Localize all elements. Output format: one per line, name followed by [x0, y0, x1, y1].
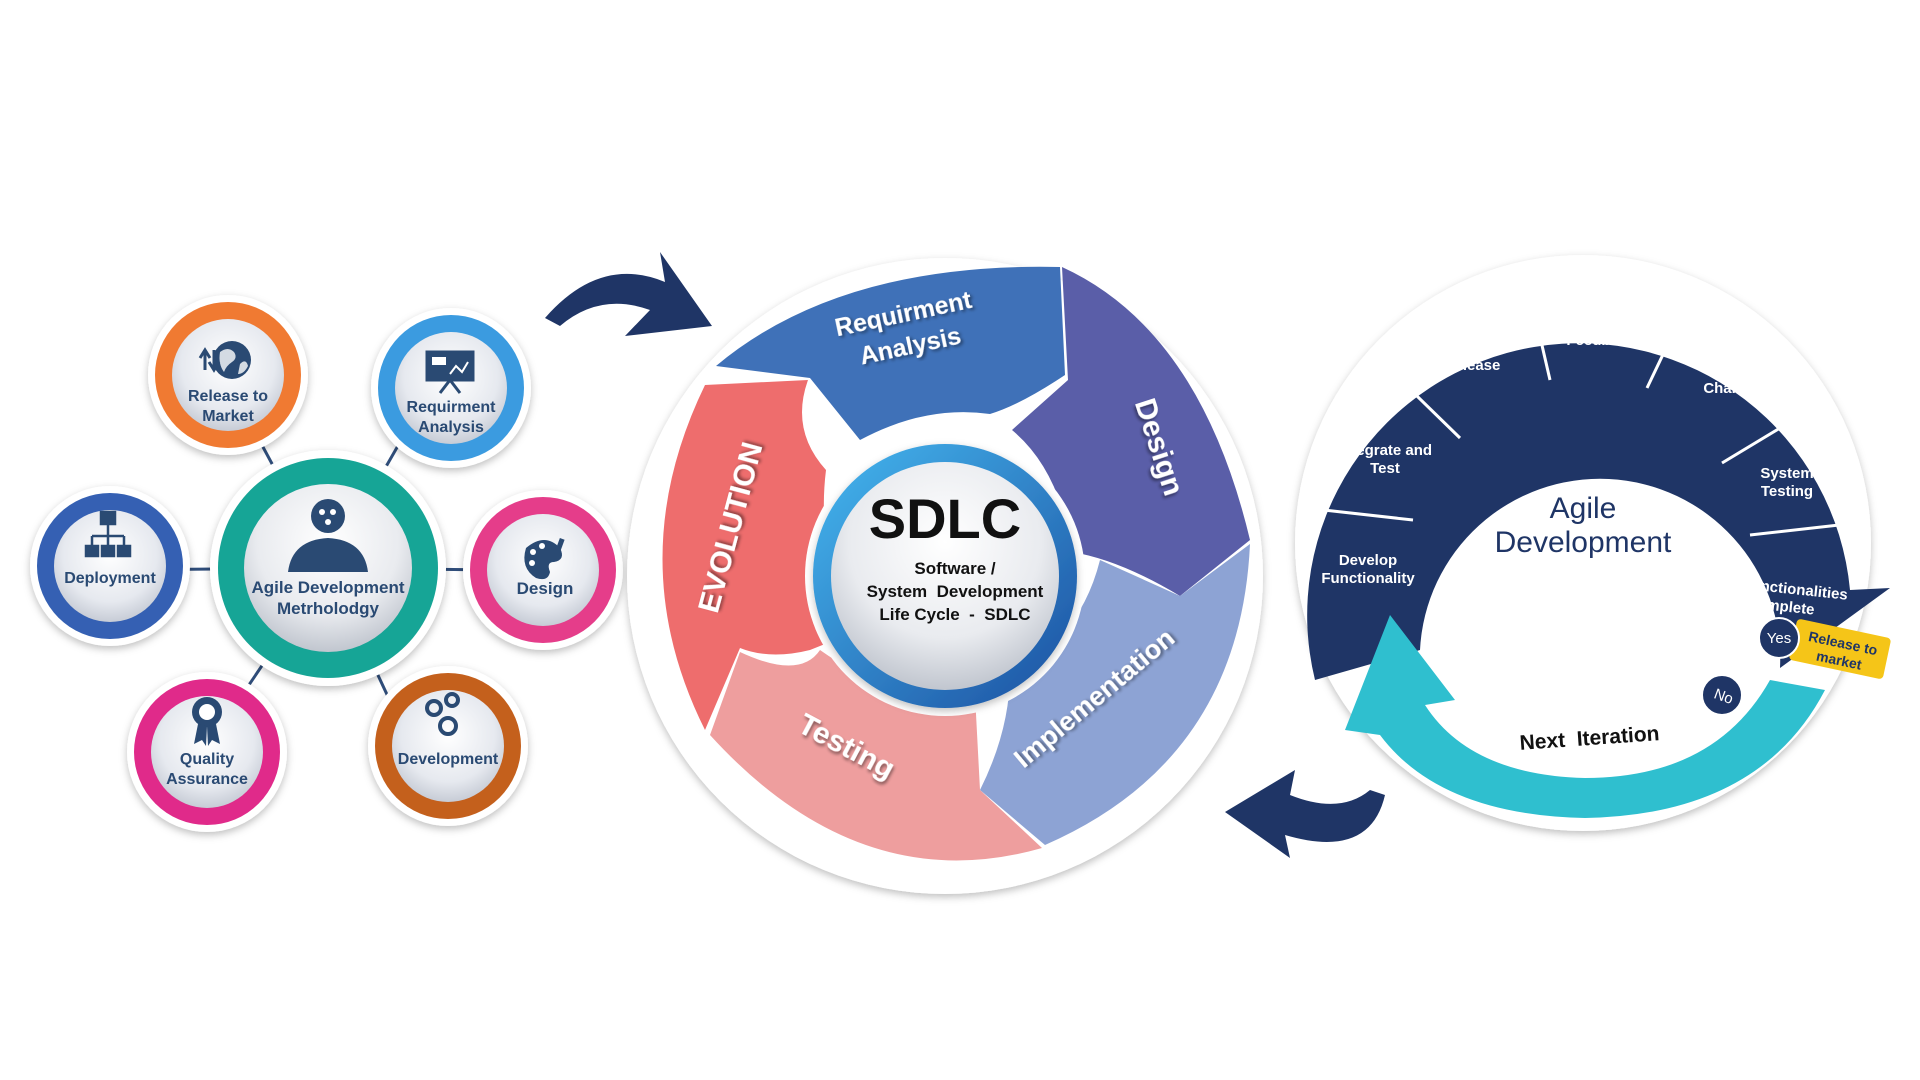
gears-icon: [425, 692, 460, 736]
sdlc-title: SDLC: [869, 487, 1021, 550]
globe-icon: [198, 341, 251, 379]
satellite-quality-assurance: [127, 672, 287, 832]
satellite-deployment: [30, 486, 190, 646]
sdlc-segment-evolution: [662, 380, 860, 730]
agile-seg-develop-2: Functionality: [1321, 570, 1415, 587]
sdlc-wheel: SDLC Software / System Development Life …: [627, 258, 1263, 894]
no-badge-label: No: [1712, 686, 1736, 709]
design-label: Design: [517, 579, 574, 598]
agile-seg-feedback-2: Feedback: [1566, 332, 1636, 349]
yes-badge: Yes: [1758, 617, 1800, 659]
sdlc-segment-design: [1012, 267, 1250, 596]
release-label-2: Market: [202, 408, 254, 425]
sdlc-subtitle-3: Life Cycle - SDLC: [879, 605, 1030, 624]
presentation-board-icon: [425, 350, 475, 394]
agile-ring: [1307, 343, 1890, 680]
sdlc-subtitle-1: Software /: [914, 559, 996, 578]
agile-cycle: Agile Development Develop Functionality …: [1295, 255, 1891, 831]
agile-center-2: Development: [1495, 526, 1672, 559]
requirement-label-2: Analysis: [418, 419, 484, 436]
agile-seg-demo-2: Release: [1444, 357, 1501, 374]
satellite-requirement-analysis: [371, 308, 531, 468]
yes-badge-label: Yes: [1767, 630, 1791, 647]
agile-seg-changes-2: Changes: [1703, 380, 1766, 397]
hub-center-label-1: Agile Development: [251, 578, 404, 597]
satellite-development: [368, 666, 528, 826]
person-head-icon: [288, 499, 368, 572]
deployment-label: Deployment: [64, 570, 156, 587]
agile-seg-changes-1: Make: [1716, 362, 1754, 379]
quality-label-2: Assurance: [166, 771, 248, 788]
release-to-market-tag: Release to market: [1789, 619, 1891, 679]
sdlc-segment-requirement: [716, 266, 1065, 440]
palette-icon: [524, 537, 565, 580]
agile-seg-integrate-1: Integrate and: [1338, 442, 1432, 459]
hub-center-label-2: Metrholodgy: [277, 599, 380, 618]
agile-seg-demo-1: Demo: [1451, 339, 1493, 356]
agile-methodology-hub: Agile Development Metrholodgy Release to…: [30, 295, 623, 832]
no-badge: No: [1701, 674, 1743, 716]
next-iteration-arrow: [1345, 615, 1825, 818]
agile-seg-feedback-1: Clients: [1576, 314, 1626, 331]
sdlc-segment-implementation: [980, 544, 1250, 845]
agile-center-1: Agile: [1550, 492, 1617, 525]
quality-label-1: Quality: [180, 751, 234, 768]
agile-seg-integrate-2: Test: [1370, 460, 1400, 477]
agile-seg-develop-1: Develop: [1339, 552, 1397, 569]
agile-seg-testing-1: System: [1760, 465, 1813, 482]
hierarchy-icon: [84, 510, 132, 558]
curved-arrow-icon: [545, 252, 712, 336]
development-label: Development: [398, 751, 499, 768]
sdlc-subtitle-2: System Development: [867, 582, 1044, 601]
award-ribbon-icon: [192, 697, 222, 746]
agile-seg-testing-2: Testing: [1761, 483, 1813, 500]
agile-ring-dividers: [1305, 275, 1849, 537]
release-label-1: Release to: [188, 388, 268, 405]
requirement-label-1: Requirment: [407, 399, 497, 416]
curved-arrow-icon-2: [1225, 770, 1385, 858]
